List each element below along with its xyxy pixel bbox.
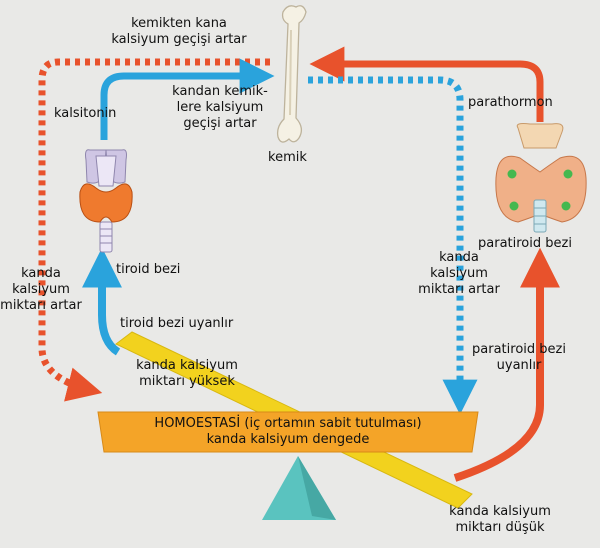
label-calcitonin: kalsitonin — [54, 106, 117, 121]
label-blood-to-bone-line-3: geçişi artar — [183, 116, 257, 131]
label-bone-to-blood-line-1: kemikten kana — [131, 16, 227, 31]
label-blood-to-bone-line-1: kandan kemik- — [172, 84, 268, 99]
label-right-calcium-line-1: kanda — [439, 250, 479, 265]
label-homeostasis-line-2: kanda kalsiyum dengede — [206, 432, 370, 447]
arrow-parathormone-to-bone — [309, 46, 544, 122]
label-low-calcium: kanda kalsiyum miktarı düşük — [434, 504, 566, 536]
label-bone-to-blood: kemikten kana kalsiyum geçişi artar — [86, 16, 272, 48]
label-homeostasis: HOMOESTASİ (iç ortamın sabit tutulması) … — [102, 416, 474, 448]
label-blood-to-bone: kandan kemik- lere kalsiyum geçişi artar — [160, 84, 280, 132]
label-right-calcium-line-3: miktarı artar — [418, 282, 500, 297]
label-left-calcium-line-3: miktarı artar — [0, 298, 82, 313]
label-high-calcium-line-1: kanda kalsiyum — [136, 358, 238, 373]
label-right-calcium-line-2: kalsiyum — [430, 266, 488, 281]
bone-icon — [276, 5, 307, 143]
label-thyroid-stimulated: tiroid bezi uyanlır — [120, 316, 234, 331]
arrow-low-calcium-to-parathyroid — [453, 247, 560, 482]
label-right-calcium-rises: kanda kalsiyum miktarı artar — [408, 250, 510, 298]
label-low-calcium-line-2: miktarı düşük — [455, 520, 545, 535]
thyroid-gland-icon — [79, 149, 133, 253]
label-parathyroid-stimulated: paratiroid bezi uyanlır — [456, 342, 582, 374]
label-thyroid: tiroid bezi — [116, 262, 181, 277]
label-parathyroid-stimulated-line-2: uyanlır — [496, 358, 542, 373]
arrow-blood-to-bone-dotted — [308, 76, 478, 415]
arrow-calcitonin-to-bone — [100, 58, 275, 140]
label-high-calcium-line-2: miktarı yüksek — [139, 374, 235, 389]
label-homeostasis-line-1: HOMOESTASİ (iç ortamın sabit tutulması) — [154, 416, 422, 431]
label-left-calcium-rises: kanda kalsiyum miktarı artar — [0, 266, 82, 314]
parathyroid-gland-icon — [495, 123, 587, 233]
label-high-calcium: kanda kalsiyum miktarı yüksek — [116, 358, 258, 390]
label-bone: kemik — [268, 150, 307, 165]
label-low-calcium-line-1: kanda kalsiyum — [449, 504, 551, 519]
label-blood-to-bone-line-2: lere kalsiyum — [176, 100, 264, 115]
label-left-calcium-line-2: kalsiyum — [12, 282, 70, 297]
label-parathormone: parathormon — [468, 95, 553, 110]
label-parathyroid-stimulated-line-1: paratiroid bezi — [472, 342, 566, 357]
homeostasis-bar — [97, 411, 479, 453]
label-parathyroid: paratiroid bezi — [478, 236, 572, 251]
label-left-calcium-line-1: kanda — [21, 266, 61, 281]
label-bone-to-blood-line-2: kalsiyum geçişi artar — [111, 32, 247, 47]
arrow-high-calcium-to-thyroid — [82, 247, 122, 356]
arrow-bone-to-blood-dotted — [38, 58, 270, 402]
